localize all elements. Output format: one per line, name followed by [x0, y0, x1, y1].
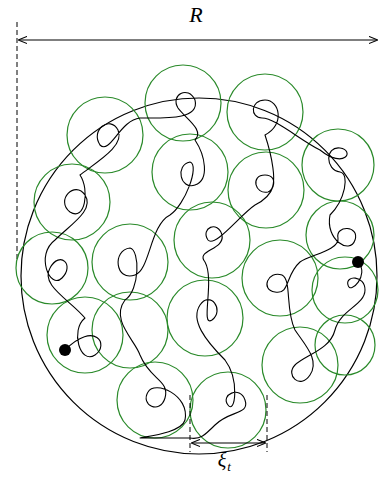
- outer-circle: [21, 98, 377, 454]
- dashed-guide: [190, 395, 191, 452]
- polymer-chain: [45, 92, 365, 438]
- dimension-label: R: [189, 4, 202, 26]
- dimension-arrow: [192, 442, 265, 443]
- chain-end-dot: [59, 344, 71, 356]
- dashed-guide: [17, 22, 18, 262]
- blob-circles: [16, 65, 378, 448]
- dimension-label: ξ: [218, 450, 227, 470]
- subscript-label: t: [227, 460, 231, 473]
- chain-end-dot: [352, 256, 364, 268]
- dimension-arrow: [19, 39, 377, 40]
- dashed-guide: [267, 395, 268, 452]
